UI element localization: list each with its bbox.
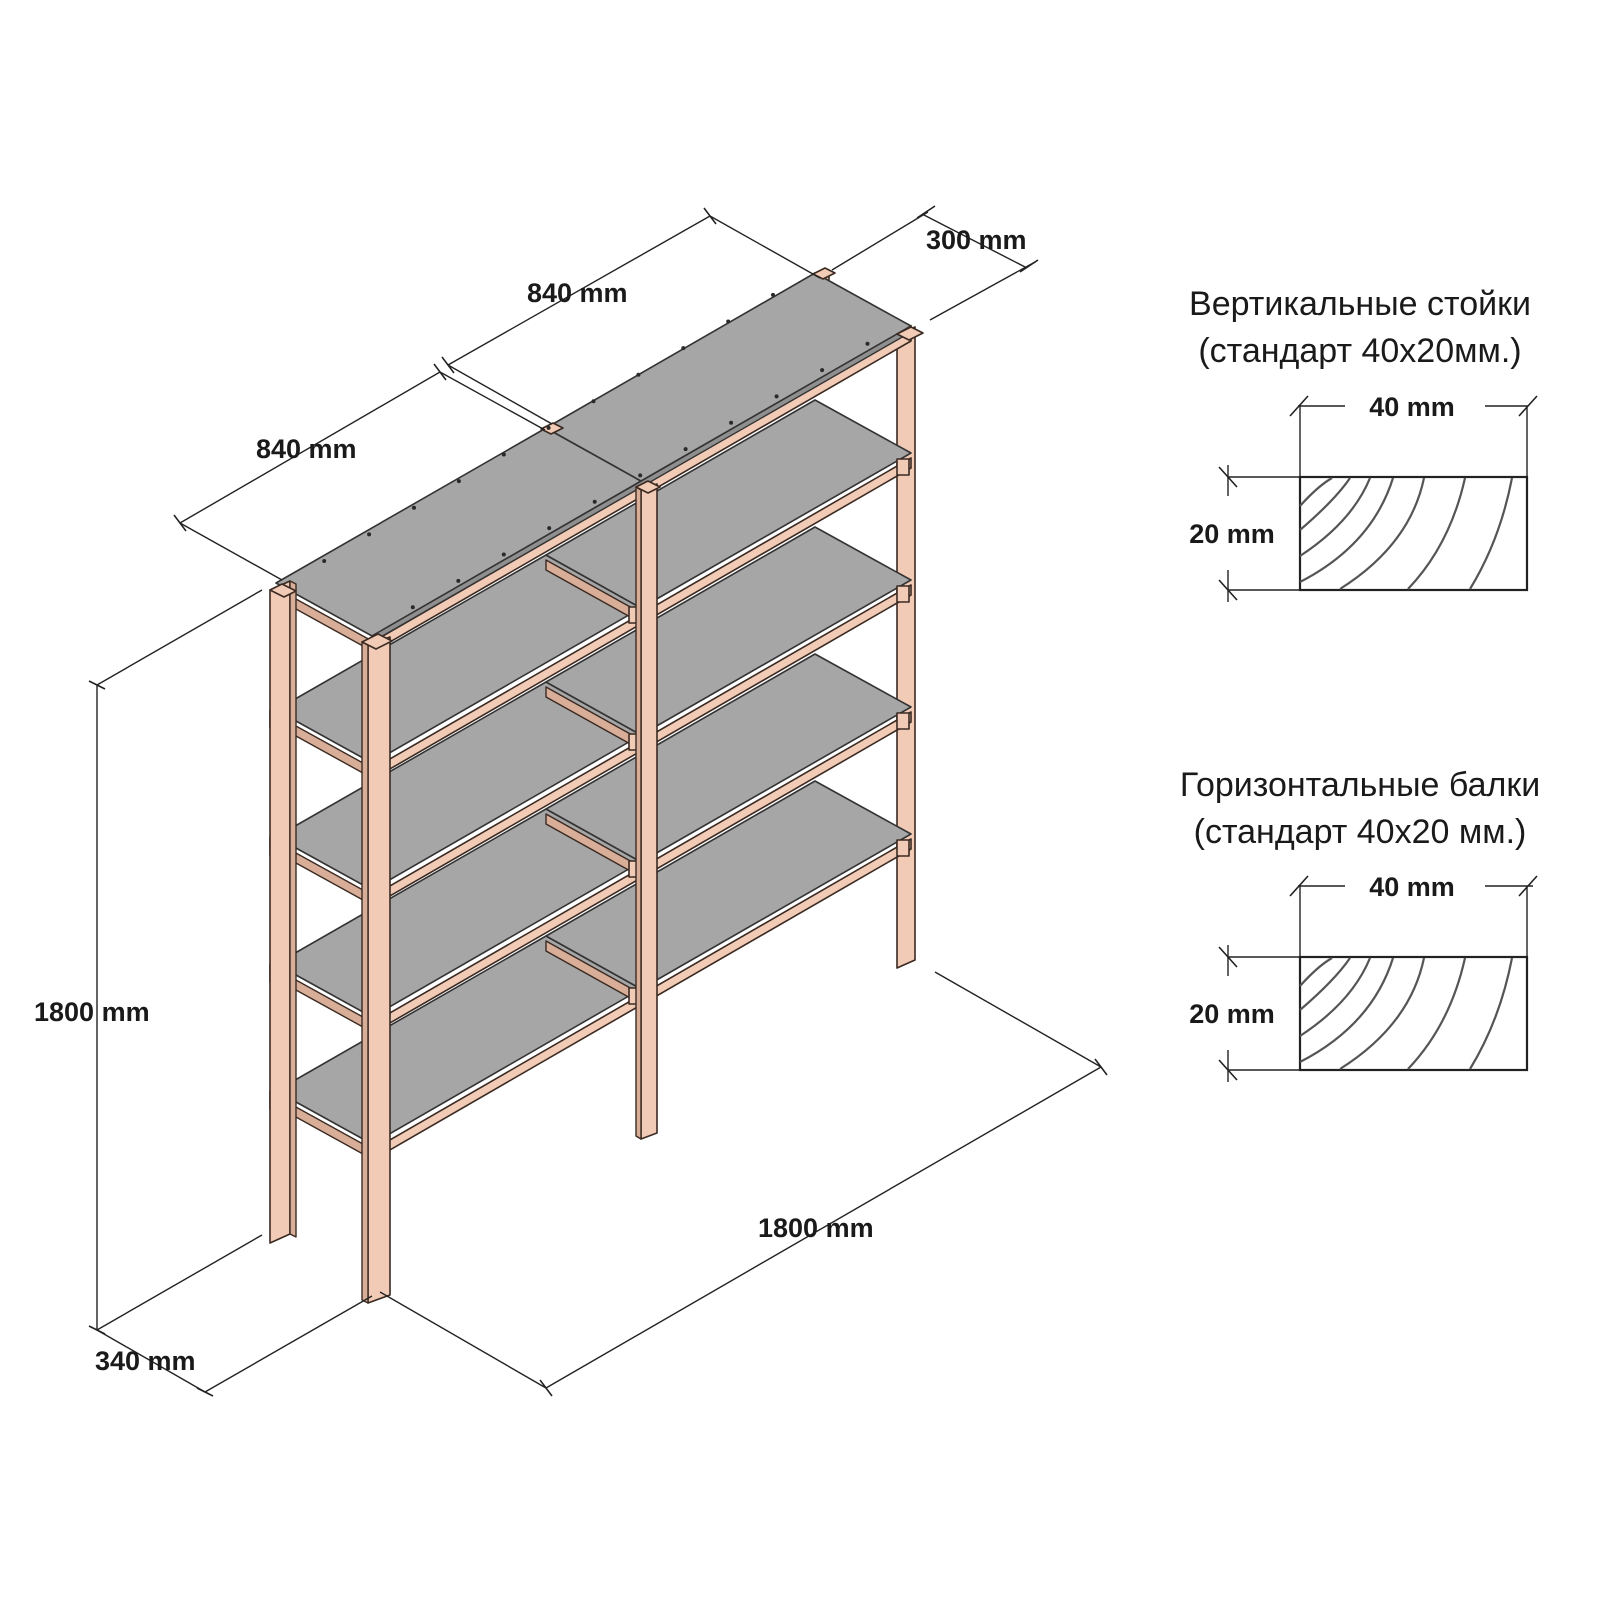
horizontal-wood-grain bbox=[1299, 957, 1514, 1070]
profile-horizontal-height: 20 mm bbox=[1189, 999, 1275, 1029]
screw-16 bbox=[681, 346, 686, 351]
profile-vertical-height: 20 mm bbox=[1189, 519, 1275, 549]
profile-horizontal-subtitle: (стандарт 40х20 мм.) bbox=[1194, 813, 1527, 851]
screw-21 bbox=[865, 341, 870, 346]
screw-15 bbox=[729, 420, 734, 425]
screw-3 bbox=[456, 578, 461, 583]
screw-4 bbox=[412, 505, 416, 510]
bracket-4d bbox=[896, 712, 910, 730]
screw-12 bbox=[591, 399, 596, 404]
dim-height: 1800 mm bbox=[34, 997, 150, 1027]
profile-vertical-title: Вертикальные стойки bbox=[1189, 285, 1531, 323]
profile-horizontal: Горизонтальные балки (стандарт 40х20 мм.… bbox=[1180, 766, 1540, 1082]
screw-8 bbox=[501, 452, 506, 457]
screw-1 bbox=[410, 605, 415, 610]
dimension-lines bbox=[88, 205, 1108, 1397]
profile-vertical: Вертикальные стойки (стандарт 40х20мм.) … bbox=[1189, 285, 1538, 602]
bracket-2d bbox=[896, 458, 910, 476]
profile-vertical-subtitle: (стандарт 40х20мм.) bbox=[1198, 332, 1521, 370]
profile-horizontal-width: 40 mm bbox=[1369, 872, 1455, 902]
upright-caps bbox=[269, 267, 924, 650]
profile-vertical-width: 40 mm bbox=[1369, 392, 1455, 422]
screw-18 bbox=[726, 319, 731, 324]
vertical-cross-section bbox=[1298, 475, 1529, 592]
screw-9 bbox=[592, 499, 597, 504]
dim-depth-bottom: 340 mm bbox=[95, 1346, 196, 1376]
screw-7 bbox=[547, 526, 552, 531]
dim-depth-top: 300 mm bbox=[926, 225, 1027, 255]
bracket-5d bbox=[896, 839, 910, 857]
dimension-labels: 300 mm 840 mm 840 mm 1800 mm 1800 mm 340… bbox=[34, 225, 1027, 1376]
dim-width-top-left: 840 mm bbox=[256, 434, 357, 464]
screw-0 bbox=[322, 559, 327, 563]
bracket-3d bbox=[896, 585, 910, 603]
front-uprights bbox=[269, 483, 658, 1304]
screw-5 bbox=[501, 552, 506, 557]
screw-14 bbox=[636, 372, 641, 377]
profile-horizontal-title: Горизонтальные балки bbox=[1180, 766, 1540, 804]
screw-13 bbox=[683, 447, 688, 452]
horizontal-cross-section bbox=[1298, 955, 1529, 1072]
screw-19 bbox=[820, 368, 825, 373]
screw-20 bbox=[771, 292, 775, 297]
screws bbox=[322, 292, 870, 610]
dim-total-length: 1800 mm bbox=[758, 1213, 874, 1243]
screw-17 bbox=[774, 394, 779, 399]
screw-6 bbox=[456, 479, 461, 484]
dim-width-top-right: 840 mm bbox=[527, 278, 628, 308]
vertical-wood-grain bbox=[1299, 477, 1514, 590]
screw-10 bbox=[546, 425, 551, 430]
screw-11 bbox=[638, 473, 643, 478]
shelving-unit bbox=[269, 267, 924, 1304]
screw-2 bbox=[367, 532, 372, 537]
